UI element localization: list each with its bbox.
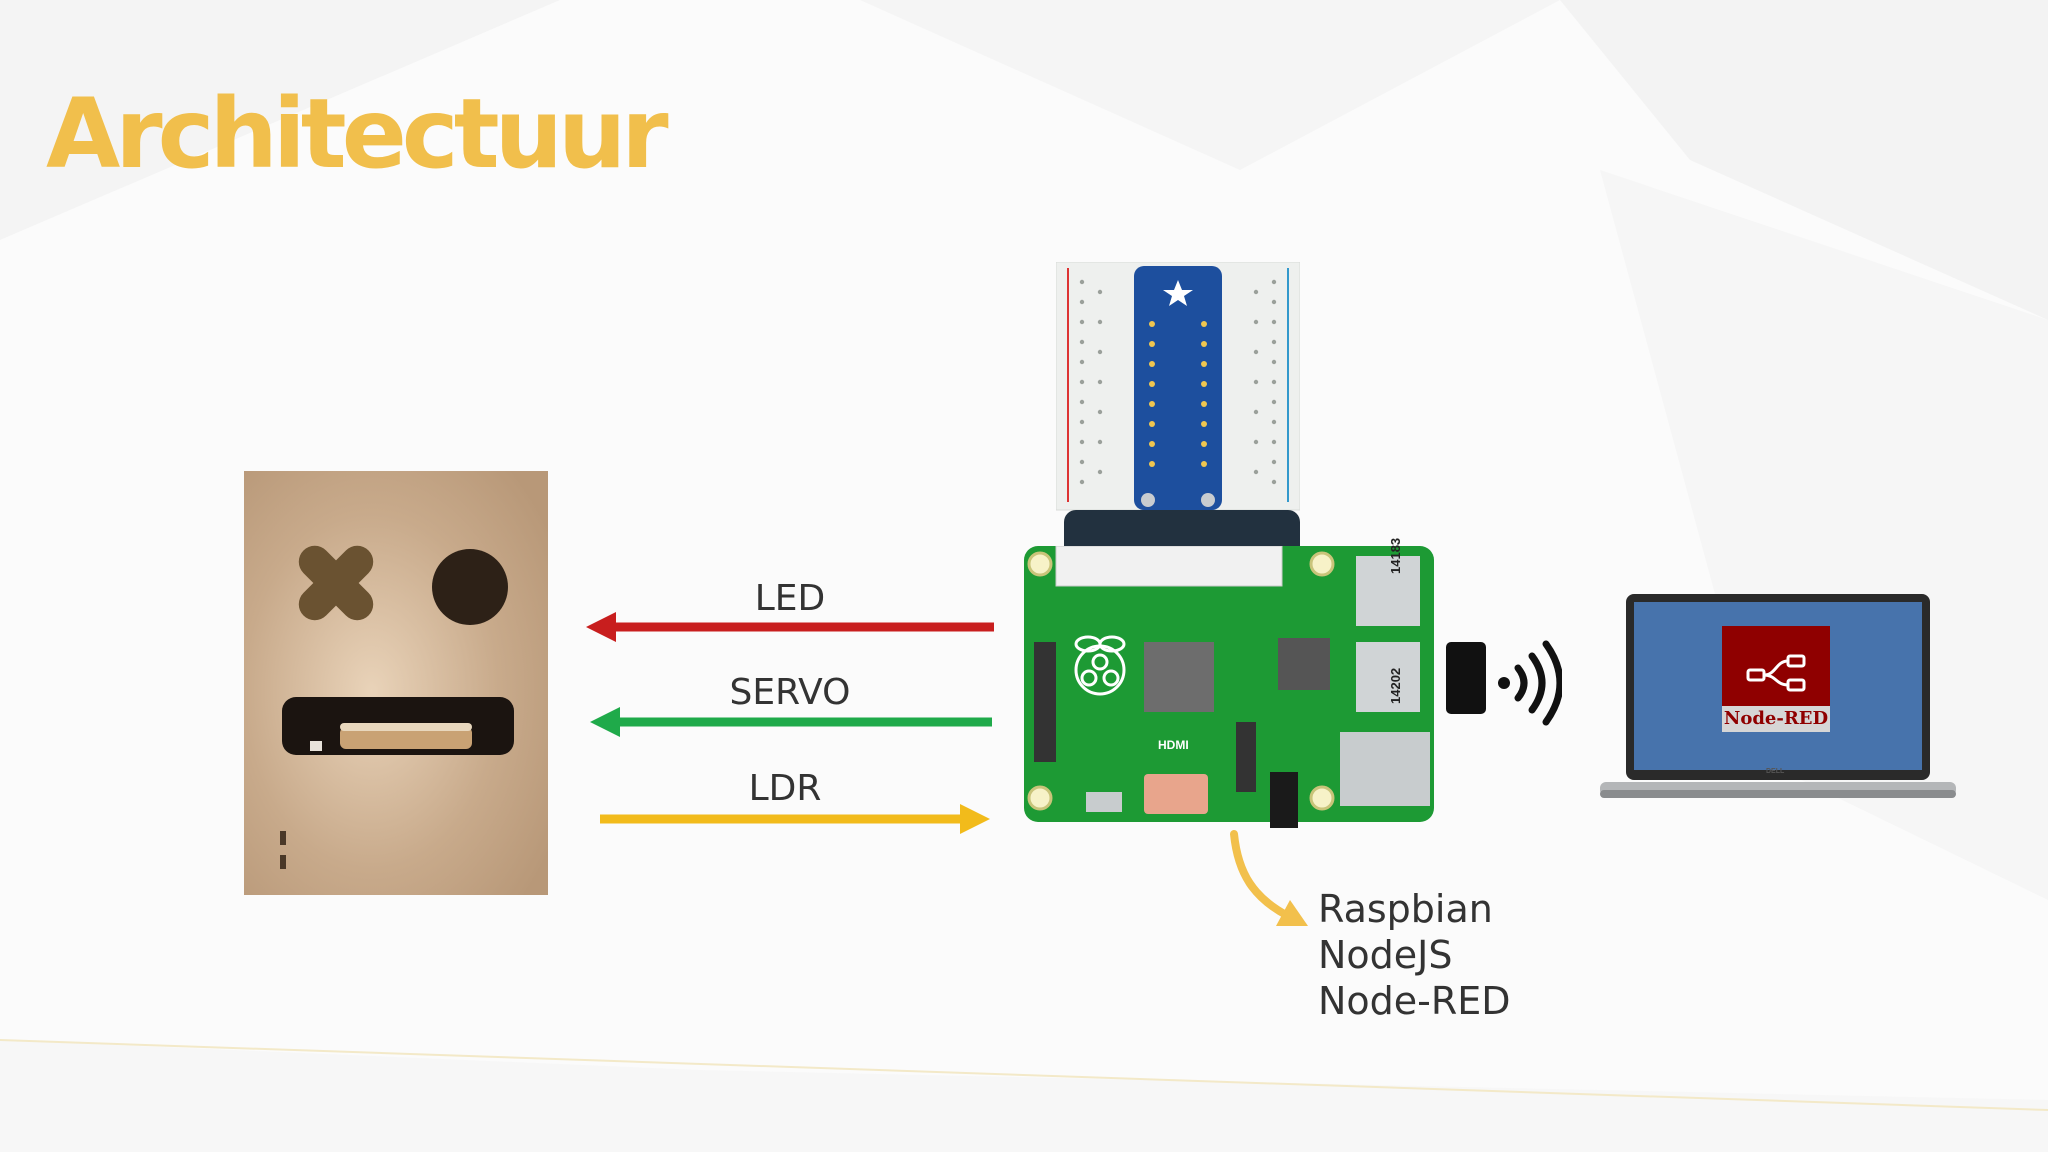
signal-label-ldr: LDR (748, 768, 822, 809)
signal-arrows (586, 612, 994, 834)
servo-arrowhead-icon (590, 707, 620, 737)
raspberry-pi-board (1024, 546, 1434, 828)
node-red-flow-icon (1746, 654, 1806, 692)
wifi-dongle-icon (1446, 642, 1486, 714)
raspberry-pi-icon (1074, 635, 1126, 696)
wooden-box-face (244, 471, 548, 895)
node-red-label: Node-RED (1722, 706, 1830, 732)
software-item-raspbian: Raspbian (1318, 887, 1493, 931)
hdmi-label: HDMI (1158, 738, 1189, 752)
signal-label-led: LED (754, 578, 826, 619)
software-arrow (1230, 830, 1308, 926)
ldr-arrowhead-icon (960, 804, 990, 834)
usb-port-label-2: 14202 (1388, 667, 1403, 704)
x-eye-icon (298, 545, 374, 621)
laptop-brand: DELL (1766, 768, 1785, 775)
star-logo-icon (1163, 280, 1193, 306)
led-arrowhead-icon (586, 612, 616, 642)
node-red-logo: Node-RED (1722, 626, 1830, 732)
software-item-node-red: Node-RED (1318, 979, 1511, 1023)
usb-port-label-1: 14183 (1388, 537, 1403, 574)
slide-title: Architectuur (46, 78, 669, 190)
wireless-signal-icon (1498, 640, 1562, 726)
signal-label-servo: SERVO (729, 672, 851, 713)
software-stack: Raspbian NodeJS Node-RED (1318, 886, 1511, 1024)
round-eye-icon (432, 549, 508, 625)
breadboard-icon (1056, 262, 1300, 511)
software-item-nodejs: NodeJS (1318, 933, 1453, 977)
curved-arrowhead-icon (1276, 900, 1308, 926)
